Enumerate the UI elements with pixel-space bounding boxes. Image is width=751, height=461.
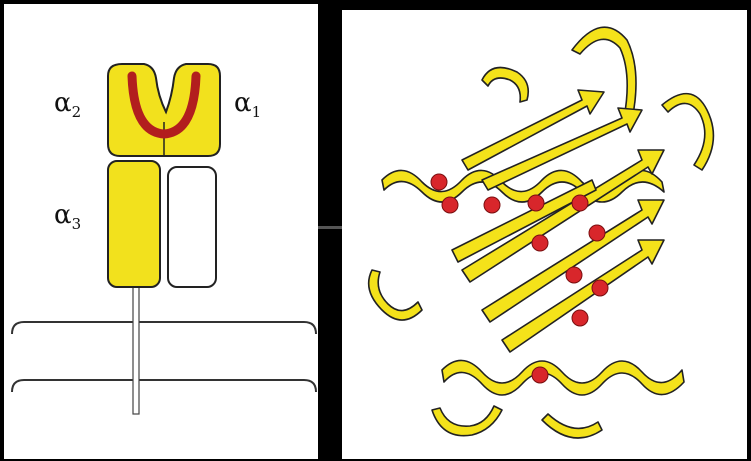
membrane-inner-line xyxy=(12,380,316,392)
bottom-loop-1 xyxy=(432,406,502,436)
panel-connector xyxy=(318,226,342,229)
contact-residue xyxy=(528,195,544,211)
right-loop xyxy=(662,94,713,170)
contact-residue xyxy=(442,197,458,213)
alpha-helix-2 xyxy=(442,360,684,395)
contact-residue xyxy=(566,267,582,283)
top-loop-1 xyxy=(482,68,528,103)
left-loop xyxy=(369,270,422,320)
alpha3-label: α3 xyxy=(54,202,81,232)
contact-residue xyxy=(572,195,588,211)
contact-residue xyxy=(572,310,588,326)
contact-residue xyxy=(431,174,447,190)
bottom-loop-2 xyxy=(542,414,602,438)
alpha2-label: α2 xyxy=(54,90,81,120)
ribbon-panel xyxy=(342,10,747,459)
beta2-microglobulin xyxy=(168,167,216,287)
mhc-schematic-icon xyxy=(4,4,318,459)
alpha1-label: α1 xyxy=(234,90,261,120)
membrane-outer-line xyxy=(12,322,316,334)
contact-residue xyxy=(592,280,608,296)
alpha3-domain xyxy=(108,161,160,287)
contact-residue xyxy=(484,197,500,213)
contact-residue xyxy=(532,367,548,383)
contact-residue xyxy=(589,225,605,241)
transmembrane-stalk xyxy=(133,286,139,414)
schematic-panel: α2 α1 α3 xyxy=(4,4,318,459)
protein-ribbon-icon xyxy=(342,10,747,459)
contact-residue xyxy=(532,235,548,251)
